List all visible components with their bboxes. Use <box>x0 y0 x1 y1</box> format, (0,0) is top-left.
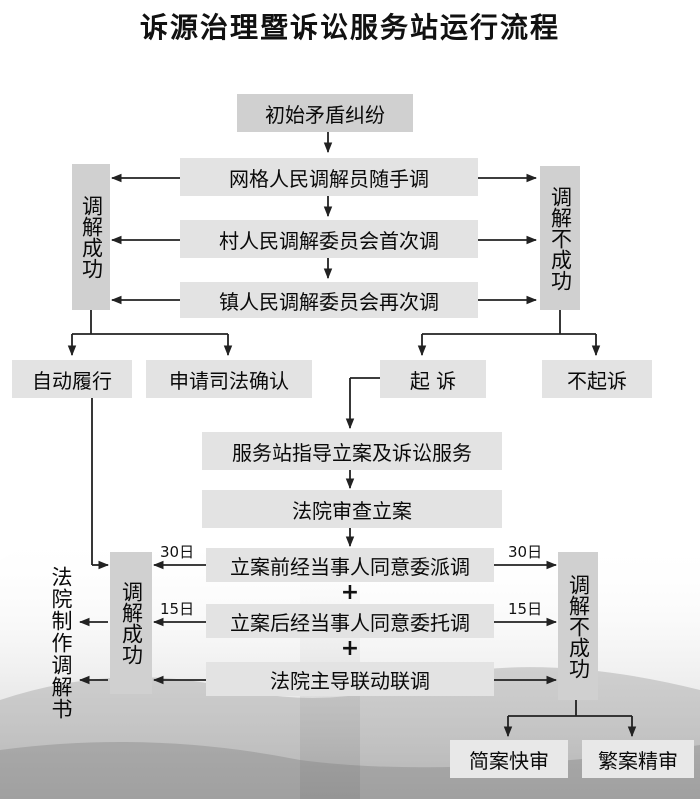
mediation-fail-bottom: 调解不成功 <box>558 552 598 700</box>
judicial-confirm-box: 申请司法确认 <box>146 360 312 398</box>
grid-mediator-box: 网格人民调解员随手调 <box>180 158 478 196</box>
auto-perform-box: 自动履行 <box>12 360 132 398</box>
days-label-30-right: 30日 <box>508 543 543 561</box>
town-committee-box: 镇人民调解委员会再次调 <box>180 282 478 318</box>
days-label-15-right: 15日 <box>508 600 543 618</box>
post-filing-mediation-box: 立案后经当事人同意委托调 <box>206 604 494 638</box>
plus-sign-1: + <box>340 580 360 605</box>
no-sue-box: 不起诉 <box>542 360 652 398</box>
start-dispute-box: 初始矛盾纠纷 <box>237 94 413 132</box>
pre-filing-mediation-box: 立案前经当事人同意委派调 <box>206 548 494 582</box>
mediation-fail-top: 调解不成功 <box>540 166 580 310</box>
complex-case-box: 繁案精审 <box>582 740 694 778</box>
days-label-30-left: 30日 <box>160 543 195 561</box>
sue-box: 起 诉 <box>380 360 486 398</box>
page-title: 诉源治理暨诉讼服务站运行流程 <box>139 11 560 44</box>
mediation-success-top: 调解成功 <box>72 164 110 310</box>
village-committee-box: 村人民调解委员会首次调 <box>180 220 478 258</box>
days-label-15-left: 15日 <box>160 600 195 618</box>
station-guide-box: 服务站指导立案及诉讼服务 <box>202 432 502 470</box>
simple-case-box: 简案快审 <box>450 740 568 778</box>
court-led-mediation-box: 法院主导联动联调 <box>206 662 494 696</box>
court-mediation-document: 法院制作调解书 <box>49 566 73 720</box>
court-review-box: 法院审查立案 <box>202 490 502 528</box>
plus-sign-2: + <box>340 636 360 661</box>
mediation-success-bottom: 调解成功 <box>110 552 152 694</box>
